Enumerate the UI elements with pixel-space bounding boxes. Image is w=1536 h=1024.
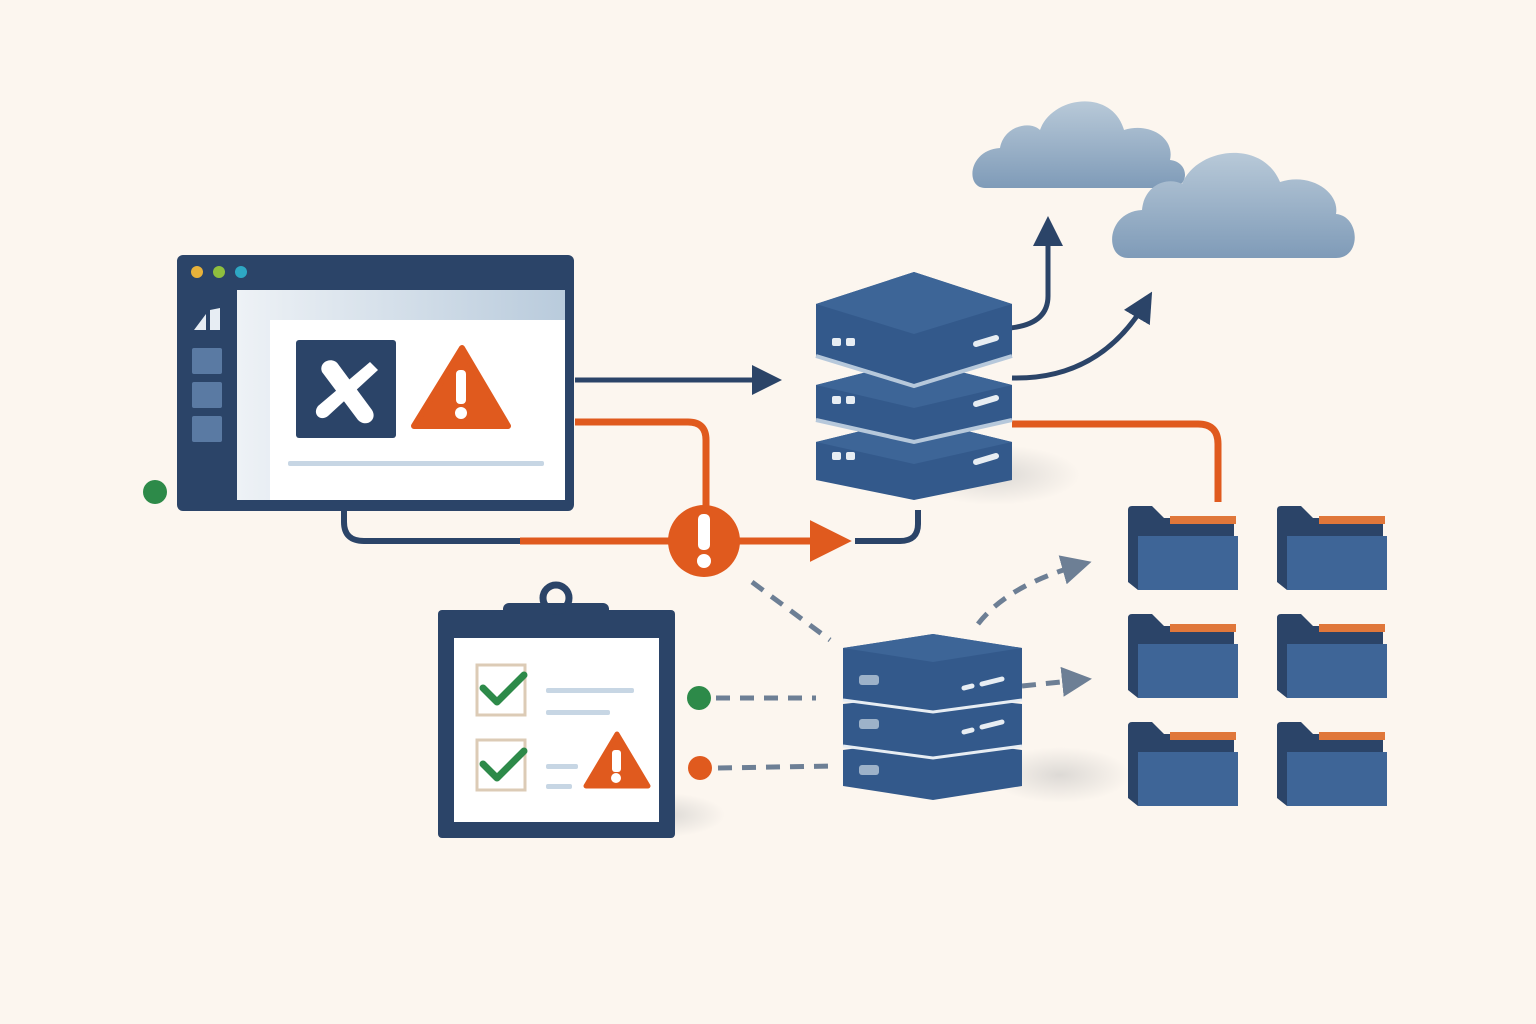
dashed-secondary-to-folders-lower	[1021, 666, 1092, 697]
window-dot-yellow	[191, 266, 203, 278]
folder-icon[interactable]	[1128, 614, 1238, 698]
checklist-status-dot-success	[687, 686, 711, 710]
content-text-line	[288, 461, 544, 466]
warning-icon	[411, 345, 511, 429]
clipboard-clip	[503, 603, 609, 635]
dashed-checklist-error-link	[717, 763, 835, 771]
warning-icon	[583, 731, 651, 789]
connector-server-to-folders	[1012, 420, 1222, 502]
primary-server[interactable]	[815, 272, 1080, 505]
checklist-status-dot-error	[688, 756, 712, 780]
connector-server-to-cloud-right	[1011, 291, 1153, 381]
check-icon	[479, 747, 528, 782]
cloud-right	[1112, 152, 1355, 258]
connector-window-to-alert	[575, 418, 710, 508]
folder-icon[interactable]	[1277, 722, 1387, 806]
dashed-secondary-to-folders-upper	[976, 555, 1092, 626]
error-icon[interactable]	[668, 505, 740, 577]
dashed-alert-to-secondary	[750, 579, 832, 643]
sidebar-chart-icon	[194, 308, 220, 330]
checklist-item-2	[475, 731, 651, 792]
window-status-dot-success	[143, 480, 167, 504]
connector-loop-to-server	[855, 510, 921, 544]
sidebar-item[interactable]	[192, 382, 222, 408]
folder-icon[interactable]	[1128, 722, 1238, 806]
folder-icon[interactable]	[1277, 506, 1387, 590]
window-dot-green	[213, 266, 225, 278]
x-tools-icon	[296, 340, 396, 438]
secondary-server[interactable]	[842, 634, 1130, 803]
window-dot-teal	[235, 266, 247, 278]
connector-window-loop-navy	[341, 500, 520, 544]
app-window[interactable]	[177, 255, 574, 511]
connector-server-to-cloud-left	[1009, 216, 1063, 331]
sidebar-item[interactable]	[192, 348, 222, 374]
folder-grid	[1128, 506, 1387, 806]
folder-icon[interactable]	[1277, 614, 1387, 698]
checklist[interactable]	[438, 581, 725, 838]
sidebar-item[interactable]	[192, 416, 222, 442]
cloud-left	[972, 101, 1185, 188]
folder-icon[interactable]	[1128, 506, 1238, 590]
checklist-item-1	[475, 663, 634, 717]
check-icon	[479, 671, 528, 706]
